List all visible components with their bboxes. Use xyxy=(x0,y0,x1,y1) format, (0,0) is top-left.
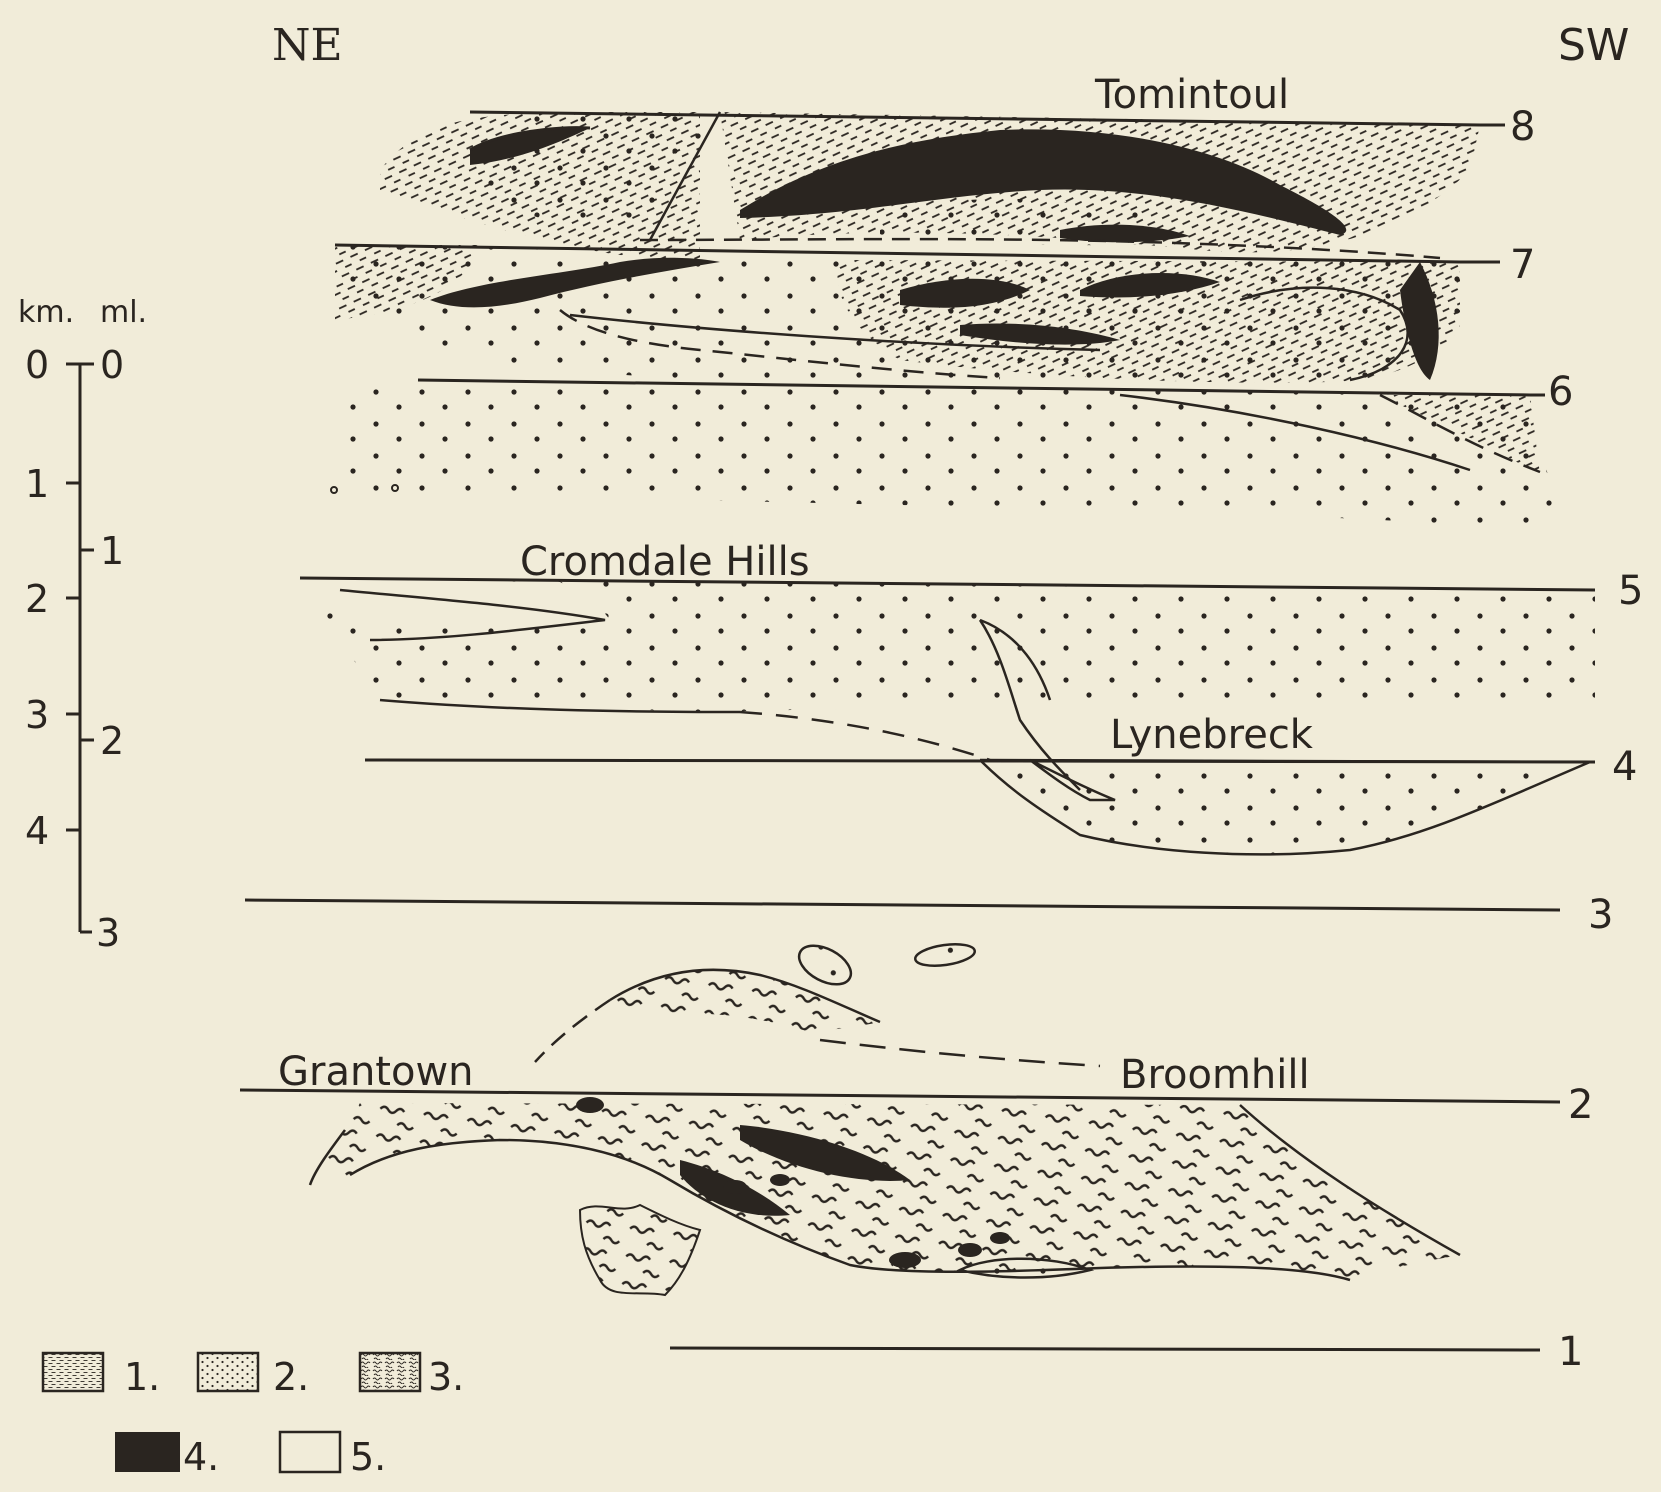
section-number-5: 5 xyxy=(1618,568,1643,614)
section-number-1: 1 xyxy=(1558,1329,1583,1375)
scale-km-header: km. xyxy=(18,295,74,330)
scale-km-3: 3 xyxy=(25,693,49,737)
legend-item-3: 3. xyxy=(360,1353,464,1399)
section-3 xyxy=(245,900,1560,1066)
scale-km-1: 1 xyxy=(25,462,49,506)
section-number-4: 4 xyxy=(1612,744,1637,790)
scale-ml-1: 1 xyxy=(100,529,124,573)
section-7 xyxy=(335,245,1460,390)
legend-label-4: 4. xyxy=(183,1435,219,1479)
scale-ml-3: 3 xyxy=(96,911,120,955)
section-number-3: 3 xyxy=(1588,892,1613,938)
legend-swatch-4 xyxy=(115,1432,180,1472)
legend-item-4: 4. xyxy=(115,1432,219,1479)
legend-label-1: 1. xyxy=(124,1355,160,1399)
legend-item-1: 1. xyxy=(43,1353,160,1399)
scale-ml-2: 2 xyxy=(100,719,124,763)
legend-swatch-1 xyxy=(43,1353,103,1391)
section-number-8: 8 xyxy=(1510,104,1535,150)
section-number-7: 7 xyxy=(1510,242,1535,288)
section-6 xyxy=(331,380,1560,530)
legend-label-2: 2. xyxy=(273,1355,309,1399)
scale-km-0: 0 xyxy=(25,343,49,387)
ne-label: NE xyxy=(272,20,343,71)
section-4 xyxy=(365,760,1595,854)
legend-swatch-3 xyxy=(360,1353,420,1391)
place-cromdale-hills: Cromdale Hills xyxy=(520,539,810,585)
section-8 xyxy=(380,112,1480,260)
scale-ml-0: 0 xyxy=(100,343,124,387)
place-tomintoul: Tomintoul xyxy=(1094,72,1289,118)
place-grantown: Grantown xyxy=(278,1049,474,1095)
scale-bar xyxy=(66,364,94,932)
place-lynebreck: Lynebreck xyxy=(1110,712,1314,758)
section-number-2: 2 xyxy=(1568,1082,1593,1128)
section-number-6: 6 xyxy=(1548,369,1573,415)
legend-label-5: 5. xyxy=(350,1435,386,1479)
section-1 xyxy=(670,1348,1540,1350)
section-5 xyxy=(300,578,1595,790)
section-2 xyxy=(240,1090,1560,1295)
scale-ml-header: ml. xyxy=(100,295,147,330)
legend-swatch-5 xyxy=(280,1432,340,1472)
legend: 1. 2. 3. 4. 5. xyxy=(43,1353,464,1479)
scale-km-2: 2 xyxy=(25,577,49,621)
scale-km-4: 4 xyxy=(25,809,49,853)
sw-label: SW xyxy=(1558,20,1629,71)
legend-label-3: 3. xyxy=(428,1355,464,1399)
legend-item-2: 2. xyxy=(198,1353,309,1399)
legend-item-5: 5. xyxy=(280,1432,386,1479)
place-broomhill: Broomhill xyxy=(1120,1052,1310,1098)
legend-swatch-2 xyxy=(198,1353,258,1391)
